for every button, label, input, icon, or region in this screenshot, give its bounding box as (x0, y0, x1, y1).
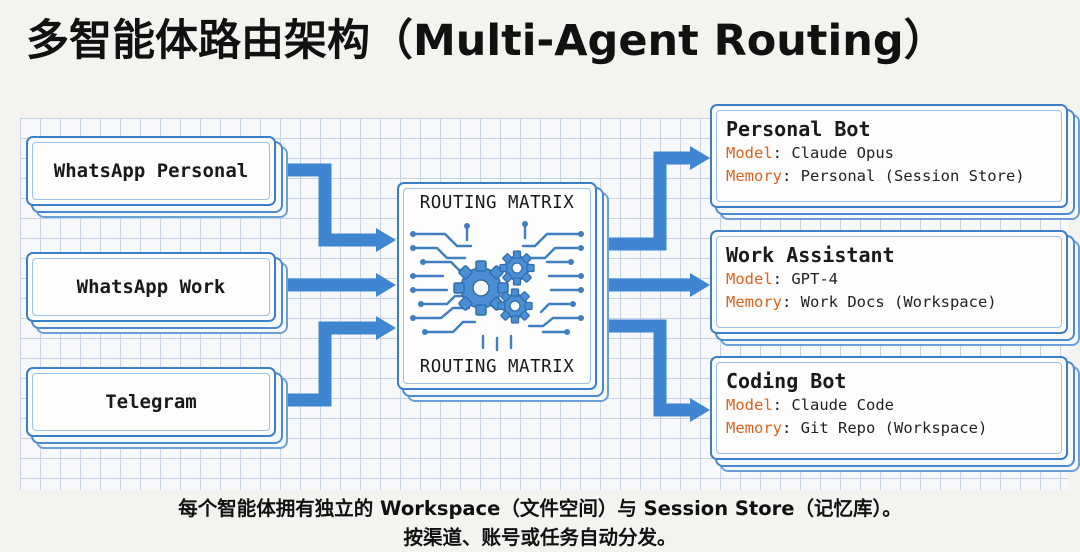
memory-key: Memory (726, 419, 782, 437)
source-whatsapp-personal: WhatsApp Personal (26, 136, 276, 206)
agent-name: Coding Bot (726, 369, 847, 393)
arrowhead (376, 228, 396, 252)
arrowhead (690, 146, 710, 170)
page-title: 多智能体路由架构（Multi-Agent Routing） (26, 16, 947, 66)
arrowhead (690, 398, 710, 422)
memory-key: Memory (726, 293, 782, 311)
agent-name: Personal Bot (726, 117, 871, 141)
arrowhead (376, 316, 396, 340)
model-value: Claude Code (791, 396, 894, 414)
agent-model-line: Model: Claude Opus (726, 144, 894, 162)
arrowhead (690, 273, 710, 297)
model-value: GPT-4 (791, 270, 839, 288)
arrowhead (376, 273, 396, 297)
gear-circuit-icon (410, 221, 584, 352)
source-whatsapp-work: WhatsApp Work (26, 252, 276, 322)
agent-memory-line: Memory: Personal (Session Store) (726, 167, 1025, 185)
caption-line-2: 按渠道、账号或任务自动分发。 (403, 526, 677, 549)
routing-matrix-label-top: ROUTING MATRIX (419, 193, 575, 213)
agent-memory-line: Memory: Git Repo (Workspace) (726, 419, 988, 437)
agent-name: Work Assistant (726, 243, 895, 267)
memory-value: Git Repo (Workspace) (800, 419, 988, 437)
arrow-to-personal-bot (608, 151, 692, 251)
source-label: WhatsApp Personal (53, 160, 249, 182)
memory-value: Work Docs (Workspace) (800, 293, 997, 311)
agent-personal-bot: Personal Bot Model: Claude Opus Memory: … (710, 104, 1068, 208)
routing-matrix: ROUTING MATRIX (397, 182, 597, 390)
memory-value: Personal (Session Store) (800, 167, 1025, 185)
agent-memory-line: Memory: Work Docs (Workspace) (726, 293, 997, 311)
routing-matrix-label-bottom: ROUTING MATRIX (419, 357, 575, 377)
arrow-telegram (276, 321, 378, 407)
source-label: WhatsApp Work (76, 276, 226, 298)
agent-coding-bot: Coding Bot Model: Claude Code Memory: Gi… (710, 356, 1068, 460)
memory-key: Memory (726, 167, 782, 185)
agent-model-line: Model: Claude Code (726, 396, 894, 414)
agent-model-line: Model: GPT-4 (726, 270, 839, 288)
arrow-to-coding-bot (608, 319, 692, 417)
model-key: Model (726, 396, 773, 414)
source-label: Telegram (105, 391, 197, 413)
model-key: Model (726, 270, 773, 288)
arrow-whatsapp-personal (276, 163, 378, 247)
source-telegram: Telegram (26, 367, 276, 437)
model-key: Model (726, 144, 773, 162)
model-value: Claude Opus (791, 144, 894, 162)
caption-line-1: 每个智能体拥有独立的 Workspace（文件空间）与 Session Stor… (178, 497, 902, 520)
agent-work-assistant: Work Assistant Model: GPT-4 Memory: Work… (710, 230, 1068, 334)
